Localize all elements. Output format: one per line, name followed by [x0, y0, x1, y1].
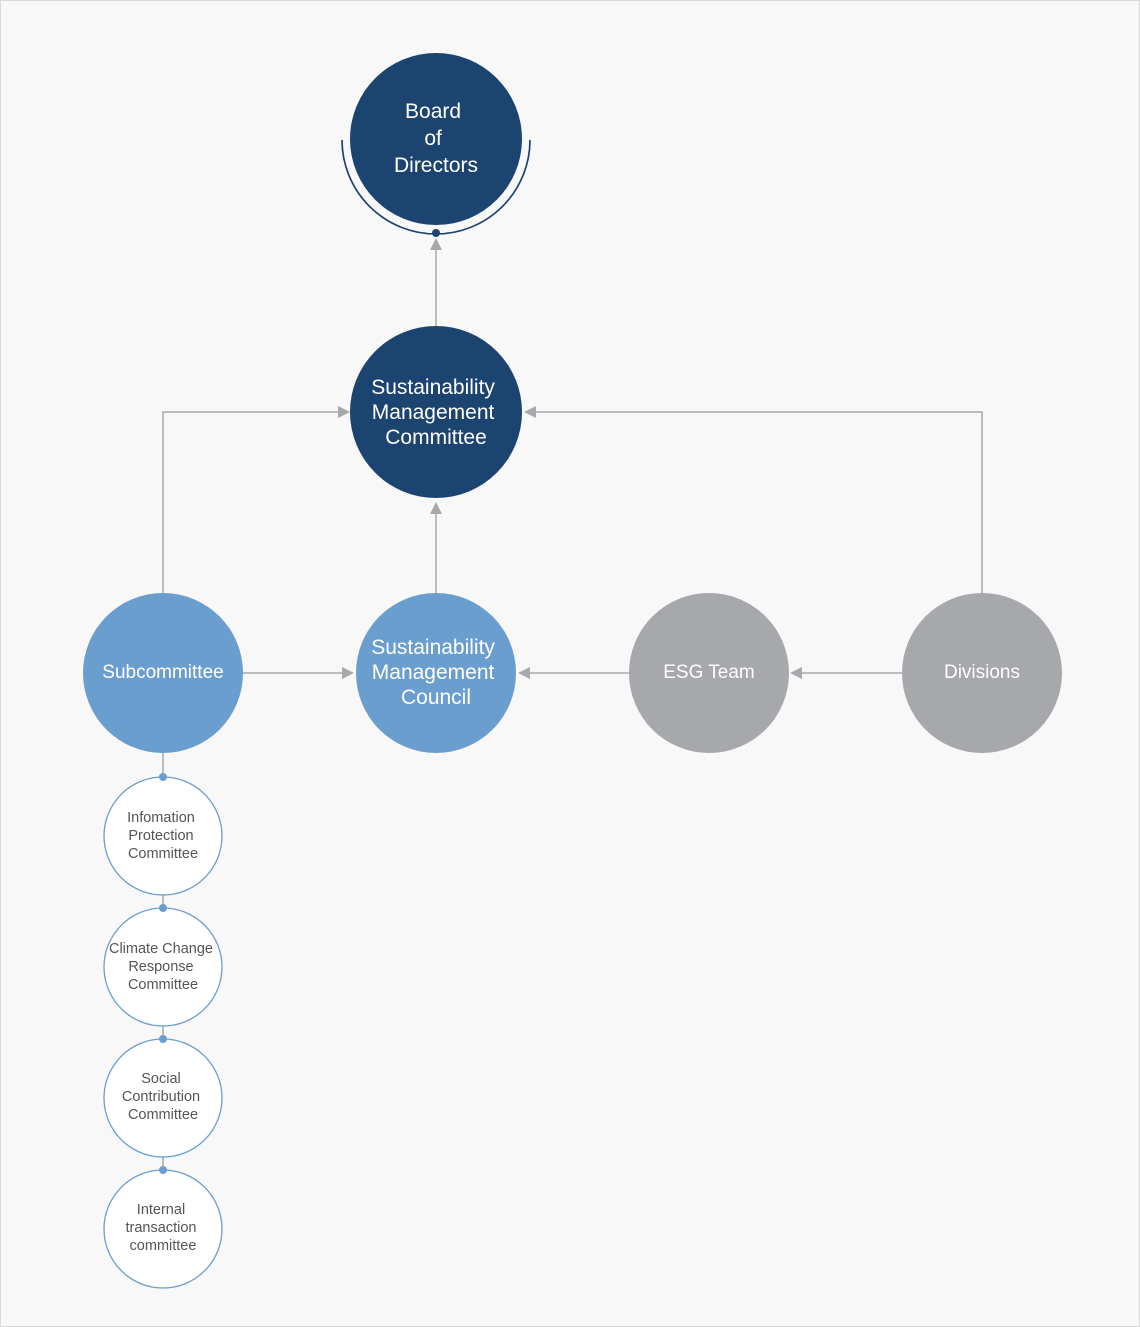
board-circle — [350, 53, 522, 225]
information-protection-committee-line-3: Committee — [128, 846, 198, 862]
internal-transaction-committee-line-2: transaction — [126, 1220, 197, 1236]
committee-circle — [350, 326, 522, 498]
climate-change-response-committee-label: Climate Change Response Committee — [109, 941, 217, 993]
information-protection-committee-dot — [159, 773, 167, 781]
connectors — [162, 238, 983, 1171]
divisions-label-line-1: Divisions — [944, 662, 1020, 683]
council-label: Sustainability Management Council — [371, 636, 501, 709]
internal-transaction-committee-label: Internal transaction committee — [126, 1202, 201, 1254]
internal-transaction-committee-line-1: Internal — [137, 1202, 185, 1218]
information-protection-committee-node: Infomation Protection Committee — [103, 773, 223, 896]
social-contribution-committee-node: Social Contribution Committee — [103, 1035, 223, 1158]
council-circle — [356, 593, 516, 753]
divisions-label: Divisions — [944, 662, 1020, 683]
committee-label-line-3: Committee — [385, 426, 487, 449]
connector-subcommittee-to-committee — [162, 406, 350, 593]
board-label: Board of Directors — [394, 100, 478, 177]
climate-change-response-committee-node: Climate Change Response Committee — [103, 904, 223, 1027]
divisions-circle — [902, 593, 1062, 753]
internal-transaction-committee-dot — [159, 1166, 167, 1174]
subcommittee-label: Subcommittee — [102, 662, 223, 683]
subcommittee-node: Subcommittee — [83, 593, 243, 753]
climate-change-response-committee-dot — [159, 904, 167, 912]
committee-label: Sustainability Management Committee — [371, 376, 501, 449]
esg-team-node: ESG Team — [629, 593, 789, 753]
social-contribution-committee-line-3: Committee — [128, 1107, 198, 1123]
subcommittee-items: Infomation Protection Committee Climate … — [103, 773, 223, 1289]
subcommittee-label-line-1: Subcommittee — [102, 662, 223, 683]
information-protection-committee-line-1: Infomation — [127, 810, 195, 826]
board-label-line-3: Directors — [394, 154, 478, 177]
subcommittee-circle — [83, 593, 243, 753]
sustainability-management-council-node: Sustainability Management Council — [356, 593, 516, 753]
connector-divisions-to-committee — [524, 406, 983, 593]
climate-change-response-committee-line-3: Committee — [128, 977, 198, 993]
internal-transaction-committee-node: Internal transaction committee — [103, 1166, 223, 1289]
divisions-node: Divisions — [902, 593, 1062, 753]
social-contribution-committee-dot — [159, 1035, 167, 1043]
council-label-line-3: Council — [401, 686, 471, 709]
climate-change-response-committee-line-1: Climate Change — [109, 941, 213, 957]
social-contribution-committee-label: Social Contribution Committee — [122, 1071, 204, 1123]
council-label-line-1: Sustainability — [371, 636, 495, 659]
social-contribution-committee-line-1: Social — [141, 1071, 181, 1087]
esg-team-circle — [629, 593, 789, 753]
social-contribution-committee-line-2: Contribution — [122, 1089, 200, 1105]
committee-label-line-1: Sustainability — [371, 376, 495, 399]
information-protection-committee-label: Infomation Protection Committee — [127, 810, 199, 862]
esg-team-label-line-1: ESG Team — [663, 662, 755, 683]
information-protection-committee-line-2: Protection — [128, 828, 193, 844]
board-connector-dot — [432, 229, 440, 237]
climate-change-response-committee-line-2: Response — [128, 959, 193, 975]
council-label-line-2: Management — [372, 661, 495, 684]
esg-team-label: ESG Team — [663, 662, 755, 683]
internal-transaction-committee-line-3: committee — [130, 1238, 197, 1254]
board-of-directors-node: Board of Directors — [341, 53, 531, 237]
board-label-line-1: Board — [405, 100, 461, 123]
sustainability-management-committee-node: Sustainability Management Committee — [350, 326, 522, 498]
committee-label-line-2: Management — [372, 401, 495, 424]
board-label-line-2: of — [424, 127, 442, 150]
